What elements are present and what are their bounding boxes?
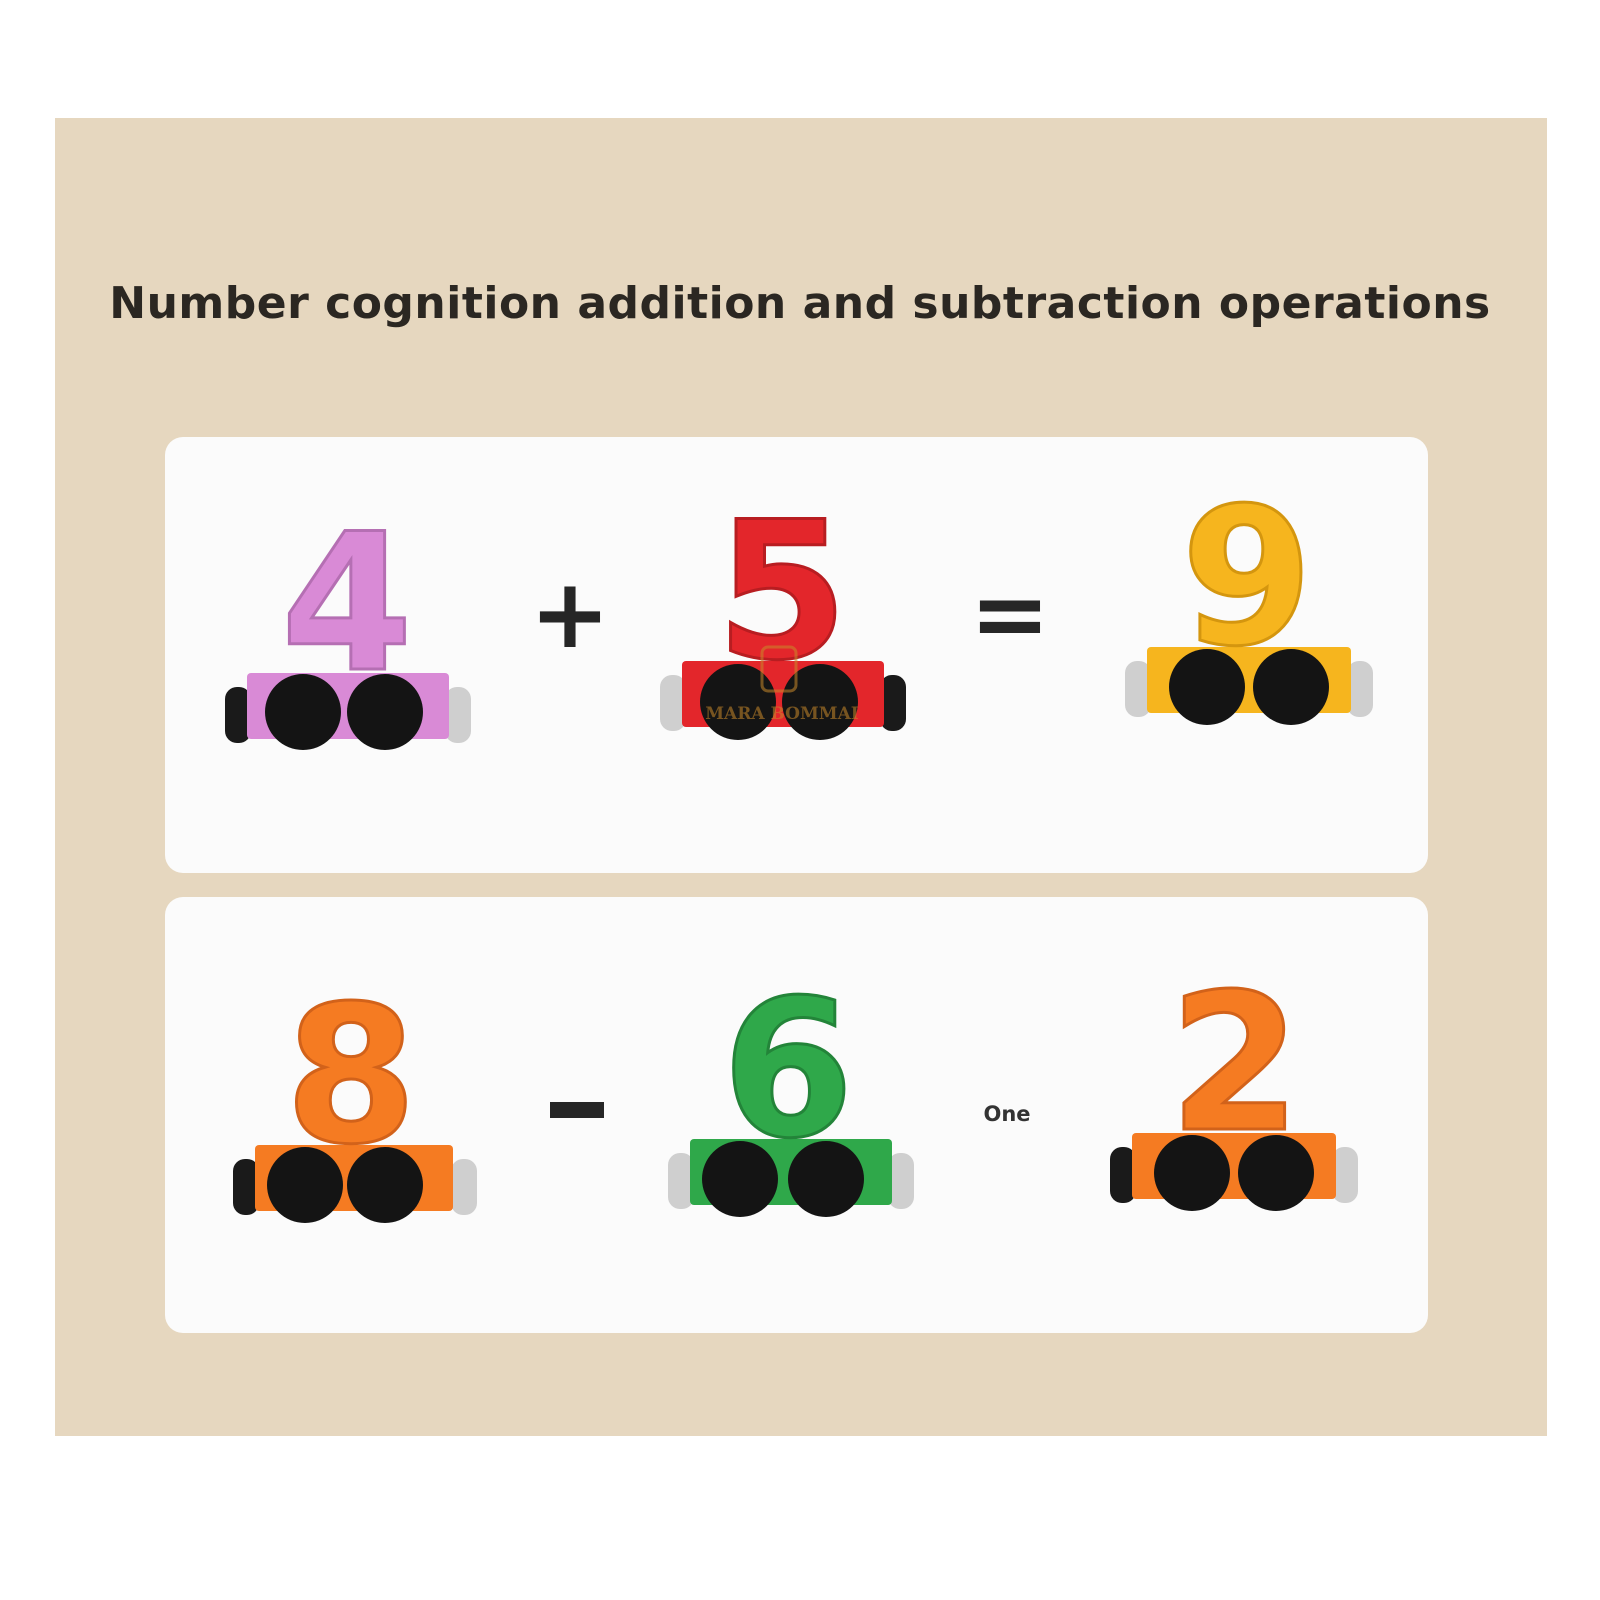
wheel-front (702, 1141, 778, 1217)
addition-panel: 4 + 5 MARA BOMMAI = 9 (165, 437, 1428, 873)
plus-operator: + (530, 558, 610, 670)
watermark-logo: MARA BOMMAI (705, 645, 859, 724)
axle-cap-left (1110, 1147, 1136, 1203)
wheel-rear (1238, 1135, 1314, 1211)
train-car-5: 5 MARA BOMMAI (660, 480, 906, 740)
axle-cap-left (233, 1159, 259, 1215)
subtraction-scene: 8 6 One 2 (233, 952, 1358, 1223)
wheel-rear (788, 1141, 864, 1217)
wheel-front (1169, 649, 1245, 725)
page-title: Number cognition addition and subtractio… (109, 278, 1491, 329)
wheel-rear (782, 664, 858, 740)
equals-label: One (983, 1102, 1030, 1126)
wheel-front (1154, 1135, 1230, 1211)
axle-cap-right (888, 1153, 914, 1209)
axle-cap-right (445, 687, 471, 743)
wheel-rear (1253, 649, 1329, 725)
subtraction-panel: 8 6 One 2 (165, 897, 1428, 1333)
axle-cap-right (1347, 661, 1373, 717)
crown-icon (760, 645, 798, 693)
wheel-front (265, 674, 341, 750)
wheel-front (700, 664, 776, 740)
minus-operator (550, 1102, 604, 1118)
axle-cap-left (225, 687, 251, 743)
axle-cap-left (668, 1153, 694, 1209)
wheel-rear (347, 1147, 423, 1223)
train-car-8: 8 (233, 964, 477, 1223)
train-car-9: 9 (1125, 466, 1373, 725)
train-car-6: 6 (668, 958, 914, 1217)
equals-operator: = (970, 558, 1050, 670)
axle-cap-left (660, 675, 686, 731)
axle-cap-right (1332, 1147, 1358, 1203)
addition-scene: 4 + 5 MARA BOMMAI = 9 (225, 466, 1373, 750)
wheel-front (267, 1147, 343, 1223)
axle-cap-right (451, 1159, 477, 1215)
watermark-brand: MARA BOMMAI (705, 704, 859, 724)
train-car-2: 2 (1110, 952, 1358, 1211)
axle-cap-right (880, 675, 906, 731)
axle-cap-left (1125, 661, 1151, 717)
train-car-4: 4 (225, 492, 471, 750)
wheel-rear (347, 674, 423, 750)
